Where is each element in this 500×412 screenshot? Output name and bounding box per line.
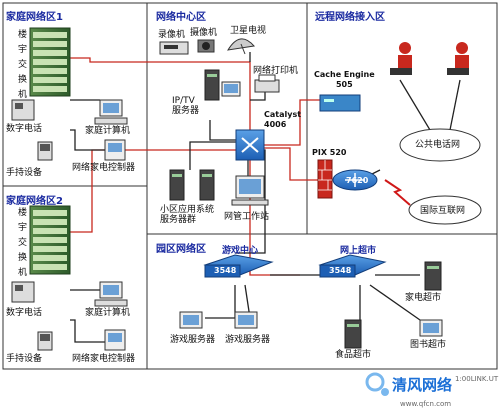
game-server-2-icon	[234, 311, 258, 329]
cache-engine-icon	[319, 94, 361, 112]
digital-phone-2-icon	[11, 281, 35, 303]
home-computer-icon	[94, 99, 128, 125]
router-7620-icon	[332, 169, 378, 191]
home-controller-label: 网络家电控制器	[72, 163, 136, 173]
book-store-label: 图书超市	[410, 340, 447, 350]
satellite-tv-label: 卫星电视	[230, 26, 267, 36]
game-server-1-label: 游戏服务器	[170, 335, 216, 345]
internet-label: 国际互联网	[420, 206, 466, 216]
watermark-small-text: 1:00LINK.UT	[455, 375, 499, 383]
home-computer-2-icon	[94, 281, 128, 307]
home-controller-2-icon	[104, 329, 126, 351]
switch-a-label: 3548	[214, 266, 237, 275]
digital-phone-icon	[11, 99, 35, 121]
zone-title-home-2: 家庭网络区2	[6, 196, 63, 207]
mgmt-station-label: 网管工作站	[224, 212, 270, 222]
book-store-server-icon	[419, 319, 443, 337]
online-supermarket-label: 网上超市	[340, 246, 377, 256]
handheld-2-label: 手持设备	[6, 354, 43, 364]
video-recorder-icon	[159, 41, 189, 55]
internet-cloud-icon	[408, 195, 482, 225]
iptv-server-icon	[204, 69, 241, 101]
appliance-store-server-icon	[424, 261, 442, 291]
cache-engine-label: Cache Engine 505	[314, 70, 375, 89]
handheld-device-icon	[37, 141, 53, 161]
appliance-store-label: 家电超市	[405, 293, 442, 303]
lightning-bolt-icon	[384, 179, 411, 206]
router-label: 7620	[346, 176, 369, 185]
management-station-icon	[231, 175, 269, 206]
zone-title-remote-access: 远程网络接入区	[315, 12, 385, 23]
home-controller-2-label: 网络家电控制器	[72, 354, 136, 364]
camera-label: 摄像机	[190, 28, 218, 38]
remote-user-2-icon	[447, 42, 469, 75]
watermark-brand: 清风网络	[392, 376, 453, 394]
building-switch-label-2: 楼 宇 交 换 机	[18, 208, 28, 278]
public-phone-cloud-icon	[399, 128, 481, 162]
pix-label: PIX 520	[312, 148, 347, 157]
switch-b-label: 3548	[329, 266, 352, 275]
building-switch-label-1: 楼 宇 交 换 机	[18, 30, 28, 100]
digital-phone-2-label: 数字电话	[6, 308, 43, 318]
app-server-1-icon	[169, 169, 185, 201]
watermark-logo-icon	[365, 372, 389, 396]
zone-frames	[2, 2, 498, 370]
recorder-label: 录像机	[158, 30, 186, 40]
public-phone-label: 公共电话网	[415, 140, 461, 150]
food-store-server-icon	[344, 319, 362, 349]
satellite-dish-icon	[227, 38, 255, 55]
entertainment-center-label: 游戏中心	[222, 246, 259, 256]
food-store-label: 食品超市	[335, 350, 372, 360]
handheld-device-2-icon	[37, 331, 53, 351]
zone-title-home-1: 家庭网络区1	[6, 12, 63, 23]
building-switch-rack-1	[29, 27, 71, 97]
campus-switch-b-icon	[318, 254, 387, 278]
home-controller-icon	[104, 139, 126, 161]
catalyst-switch-icon	[235, 129, 265, 161]
iptv-server-label: IP/TV 服务器	[172, 96, 200, 116]
building-switch-rack-2	[29, 205, 71, 275]
campus-switch-a-icon	[203, 254, 274, 278]
catalyst-label: Catalyst 4006	[264, 110, 302, 129]
home-computer-2-label: 家庭计算机	[85, 308, 131, 318]
game-server-1-icon	[179, 311, 203, 329]
home-computer-label: 家庭计算机	[85, 126, 131, 136]
app-servers-label: 小区应用系统 服务器群	[160, 205, 215, 225]
camera-icon	[197, 39, 215, 53]
app-server-2-icon	[199, 169, 215, 201]
handheld-label: 手持设备	[6, 168, 43, 178]
digital-phone-label: 数字电话	[6, 124, 43, 134]
printer-label: 网络打印机	[253, 66, 299, 76]
network-printer-icon	[254, 74, 280, 93]
zone-title-network-center: 网络中心区	[156, 12, 206, 23]
pix-firewall-icon	[317, 159, 333, 199]
watermark-url: www.qfcn.com	[400, 400, 452, 408]
zone-title-campus: 园区网络区	[156, 244, 206, 255]
remote-user-1-icon	[390, 42, 412, 75]
game-server-2-label: 游戏服务器	[225, 335, 271, 345]
